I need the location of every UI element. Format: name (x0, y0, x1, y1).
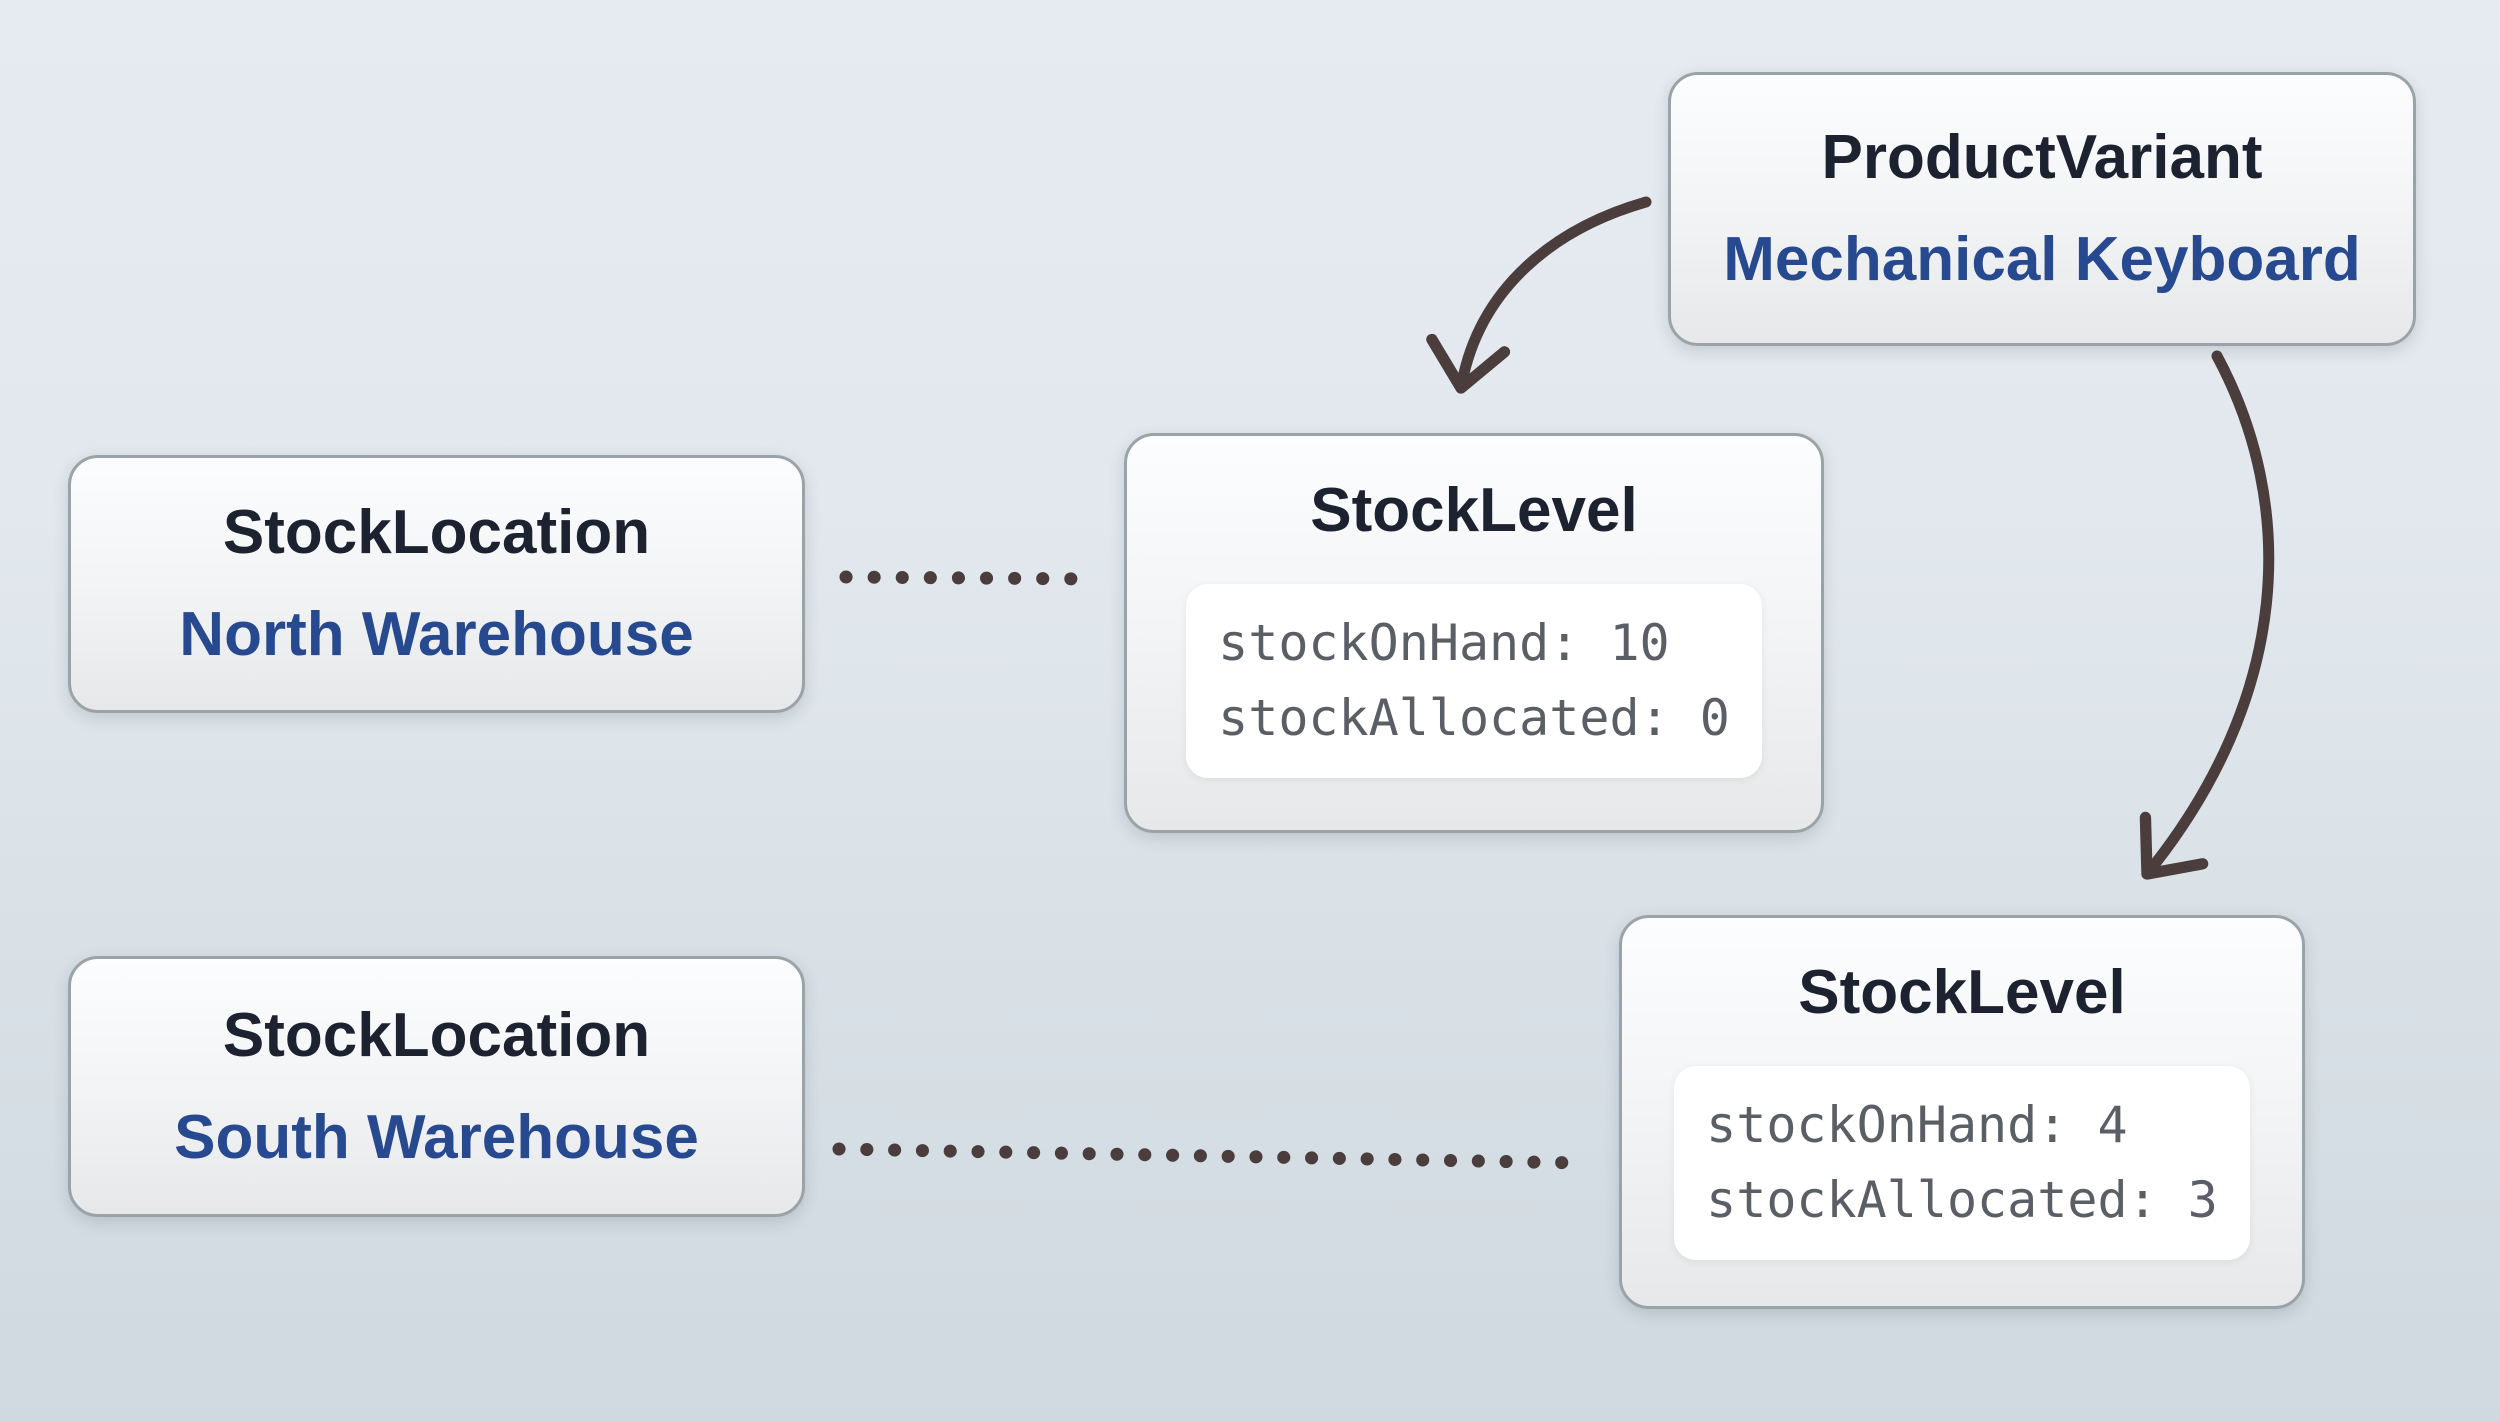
stock-location-south-name: South Warehouse (174, 1102, 699, 1172)
dotted-link-stocklocation-north-to-stocklevel (839, 570, 1101, 586)
product-variant-title: ProductVariant (1821, 123, 2263, 192)
stock-location-south-node: StockLocation South Warehouse (68, 956, 805, 1217)
stock-level-south-title: StockLevel (1798, 958, 2126, 1027)
stock-location-north-name: North Warehouse (179, 600, 694, 669)
dotted-link-stocklocation-south-to-stocklevel (832, 1142, 1590, 1170)
arrow-productvariant-to-stocklevel-north (1426, 196, 1652, 394)
stock-allocated-field: stockAllocated: 0 (1218, 689, 1730, 747)
product-variant-name: Mechanical Keyboard (1723, 225, 2361, 294)
stock-level-north-title: StockLevel (1310, 476, 1638, 545)
product-variant-node: ProductVariant Mechanical Keyboard (1668, 72, 2416, 346)
stock-location-south-title: StockLocation (222, 1000, 651, 1070)
stock-on-hand-field: stockOnHand: 4 (1706, 1096, 2128, 1154)
stock-on-hand-field: stockOnHand: 10 (1218, 614, 1670, 672)
stock-allocated-field: stockAllocated: 3 (1706, 1171, 2218, 1229)
arrow-productvariant-to-stocklevel-south (2139, 350, 2275, 880)
stock-level-south-fields: stockOnHand: 4 stockAllocated: 3 (1674, 1066, 2250, 1260)
stock-level-south-node: StockLevel stockOnHand: 4 stockAllocated… (1619, 915, 2305, 1309)
stock-level-north-node: StockLevel stockOnHand: 10 stockAllocate… (1124, 433, 1824, 833)
stock-level-north-fields: stockOnHand: 10 stockAllocated: 0 (1186, 584, 1762, 778)
stock-location-north-title: StockLocation (222, 498, 651, 567)
stock-location-north-node: StockLocation North Warehouse (68, 455, 805, 713)
